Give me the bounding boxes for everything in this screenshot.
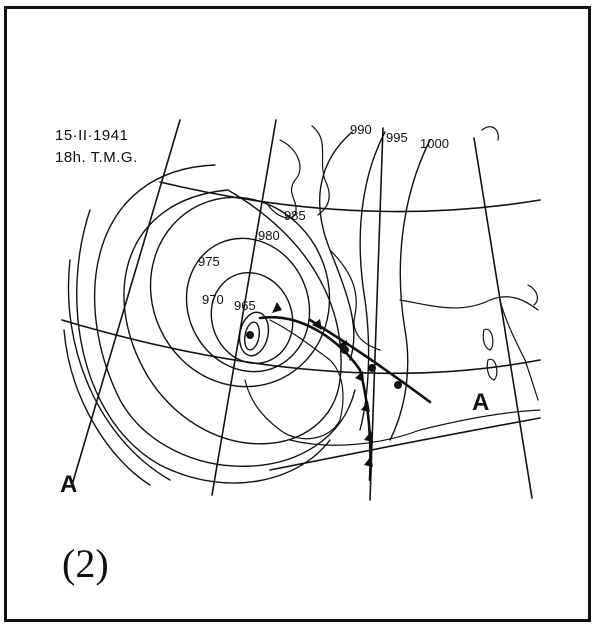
isobar-open xyxy=(94,164,356,467)
coastline-africa xyxy=(289,409,541,446)
isobar-open xyxy=(123,189,342,445)
isobar-label-995: 995 xyxy=(386,130,408,145)
coastline-scandinavia xyxy=(527,284,538,306)
parallel-line xyxy=(159,181,541,213)
cold-front-triangle xyxy=(312,319,322,330)
warm-front-marker xyxy=(368,364,376,372)
coastline-iberia xyxy=(244,319,344,440)
cold-front-triangle xyxy=(355,371,364,382)
coastlines xyxy=(244,125,541,446)
meridian-line xyxy=(369,127,384,501)
isobar-ring xyxy=(238,311,270,357)
coastline-britain xyxy=(311,125,330,216)
cold-front-triangle xyxy=(272,302,282,313)
isobar-ring xyxy=(149,196,331,388)
isobar-ring xyxy=(243,321,261,351)
coastline-mediterranean xyxy=(399,296,539,311)
warm-front-marker xyxy=(341,346,349,354)
isobar-label-975: 975 xyxy=(198,254,220,269)
warm-front xyxy=(308,318,432,404)
isobar-label-970: 970 xyxy=(202,292,224,307)
isobar-1000 xyxy=(389,139,431,441)
isobar-label-965: 965 xyxy=(234,298,256,313)
isobar-open xyxy=(76,209,331,484)
figure-caption: (2) xyxy=(62,541,109,586)
cold-front xyxy=(258,315,372,482)
coastline-scandinavia xyxy=(481,126,499,141)
isobar-label-985: 985 xyxy=(284,208,306,223)
cold-front-triangle xyxy=(364,431,373,442)
cold-front-triangle xyxy=(361,401,370,412)
parallel-line xyxy=(269,417,541,471)
front-markers xyxy=(246,302,402,467)
isobar-label-1000: 1000 xyxy=(420,136,449,151)
isobar-ring xyxy=(210,271,294,365)
map-time-label: 18h. T.M.G. xyxy=(55,149,138,166)
parallel-line xyxy=(61,319,541,375)
map-date-label: 15·II·1941 xyxy=(55,127,128,144)
warm-front-marker xyxy=(394,381,402,389)
meridian-line xyxy=(71,119,181,486)
meridian-line xyxy=(473,137,533,499)
high-pressure-label-west: A xyxy=(60,471,77,498)
coastline-island xyxy=(486,358,498,381)
isobar-ring xyxy=(185,237,311,373)
low-center-marker xyxy=(246,331,254,339)
isobar-open xyxy=(67,259,171,481)
high-pressure-label-east: A xyxy=(472,389,489,416)
figure-frame xyxy=(4,6,591,622)
isobar-label-980: 980 xyxy=(258,228,280,243)
coastline-island xyxy=(482,328,494,351)
isobar-open xyxy=(63,329,151,486)
coastline-france xyxy=(329,249,381,351)
meridian-line xyxy=(211,119,277,496)
coastline-italy xyxy=(499,299,539,401)
isobar-label-990: 990 xyxy=(350,122,372,137)
coastline-british-isles xyxy=(267,139,301,219)
cold-front-triangle xyxy=(364,456,373,467)
